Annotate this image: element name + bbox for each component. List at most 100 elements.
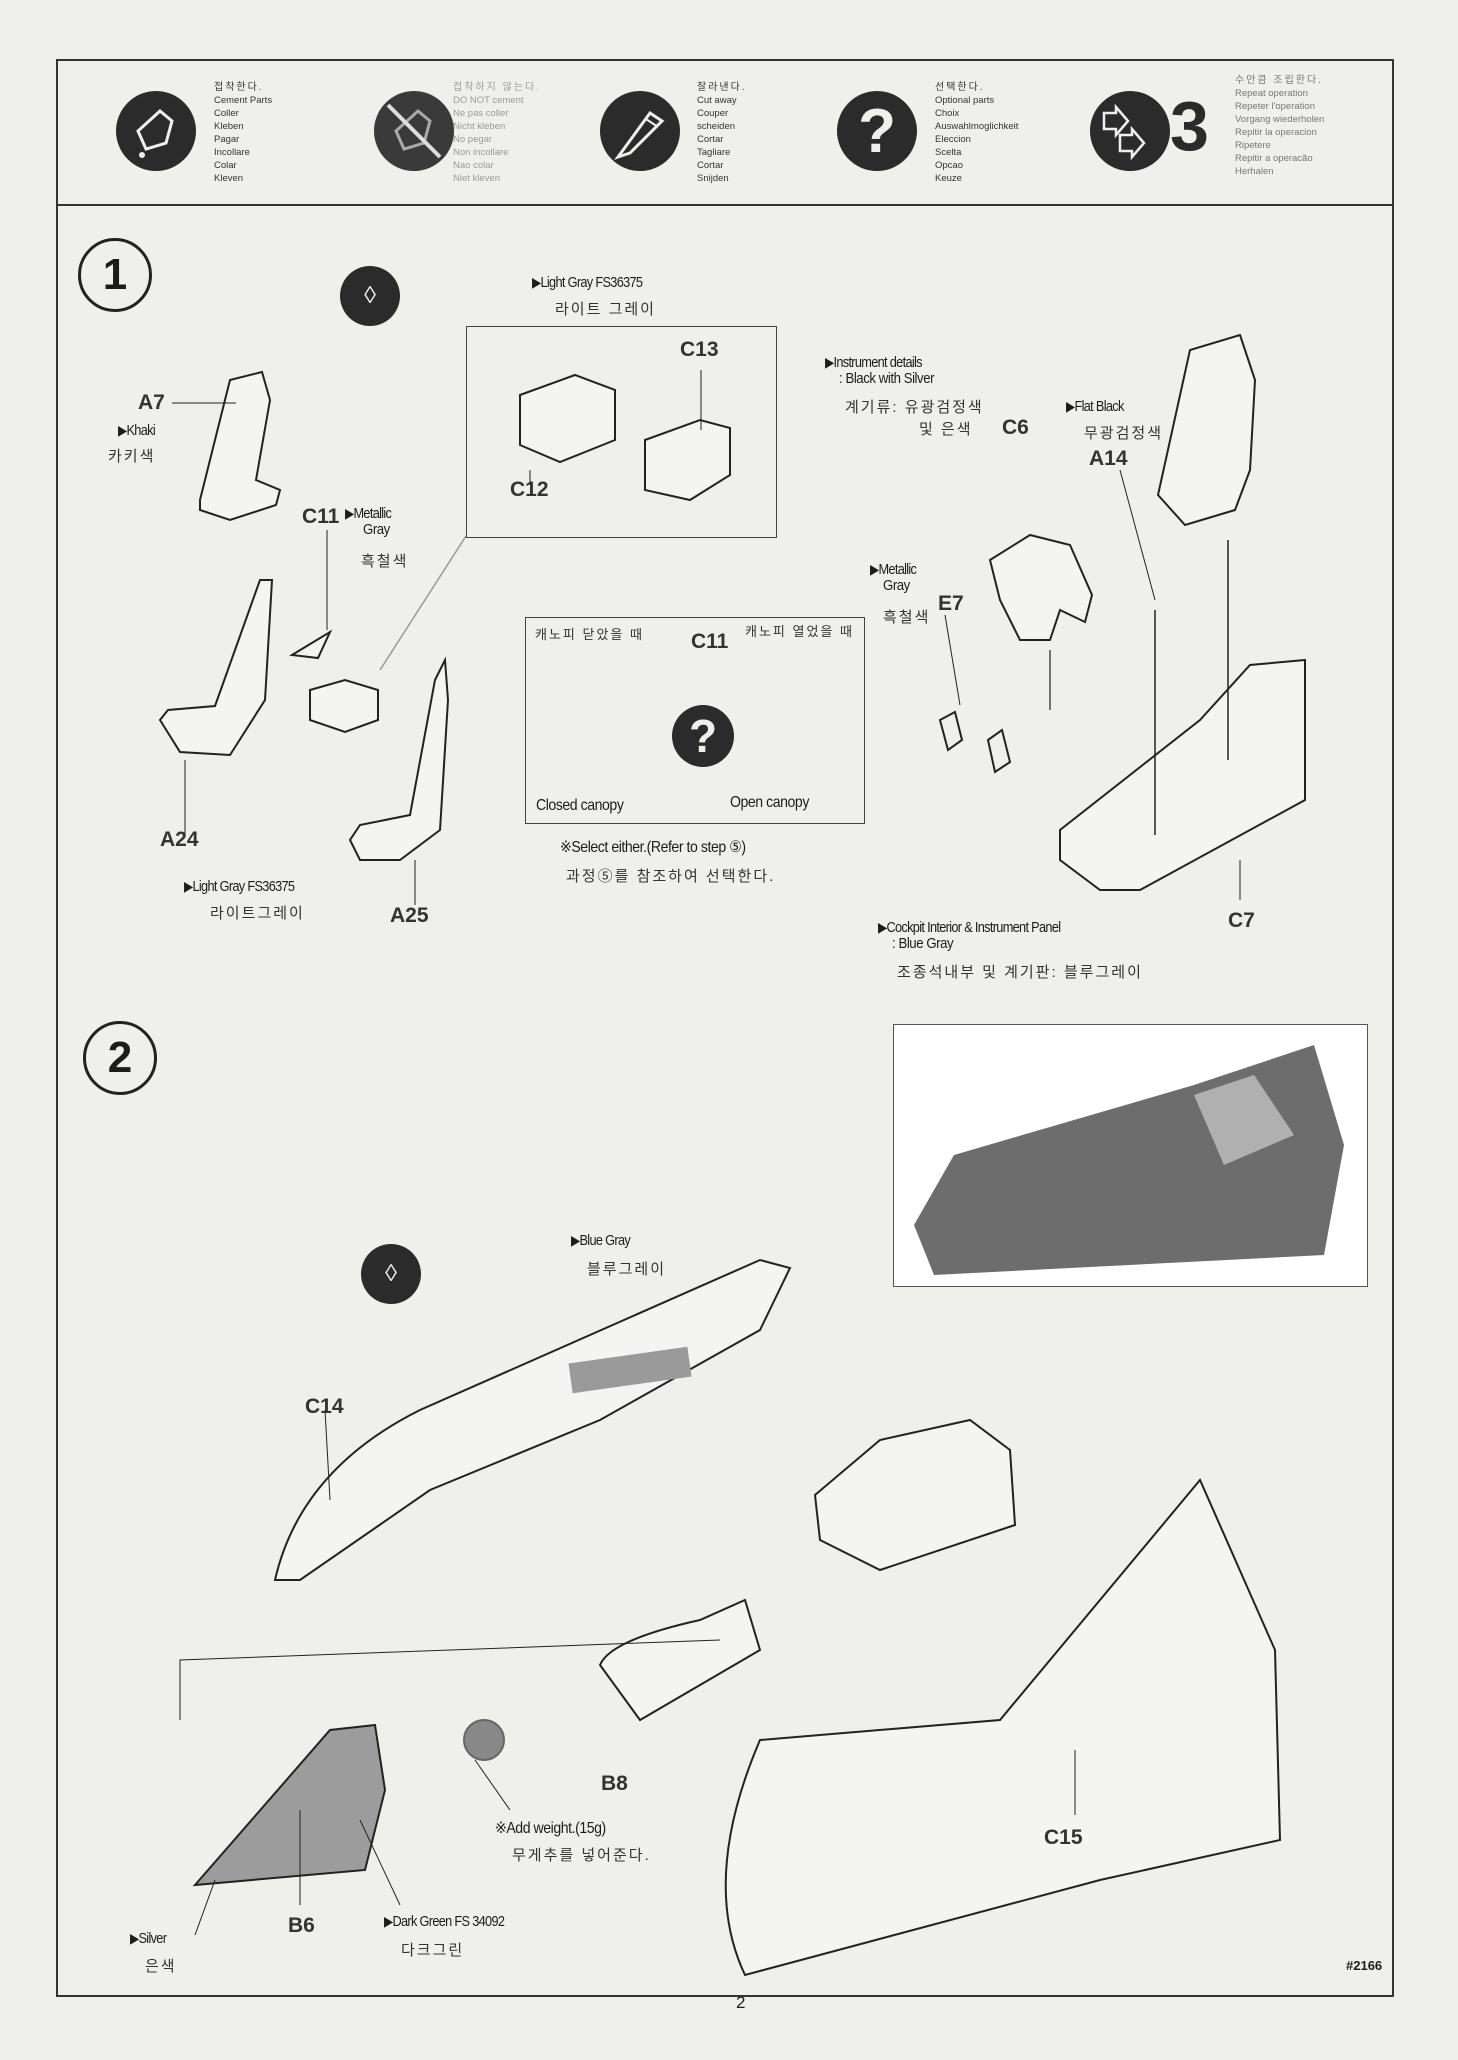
header-divider [56,204,1392,206]
nose-cone-b6 [192,1723,387,1887]
legend-line: Nao colar [453,160,494,171]
legend-ko: 잘라낸다. [697,82,747,93]
cockpit-photo [893,1024,1368,1287]
color-callout-ko: 카키색 [108,448,156,465]
color-callout-ko: 무광검정색 [1084,425,1164,442]
part-label-a7: A7 [138,391,165,414]
cockpit-assembly [813,1418,1017,1572]
add-weight-note: ※Add weight.(15g) [495,1820,606,1837]
color-callout-ko: 흑철색 [361,553,409,570]
color-callout: Silver [130,1930,166,1947]
color-callout-ko: 은색 [145,1958,177,1975]
legend-line: DO NOT cement [453,95,524,106]
select-either-note: ※Select either.(Refer to step ⑤) [560,839,746,856]
part-label-c7: C7 [1228,909,1255,932]
legend-line: Cortar [697,160,724,171]
color-callout-ko: 라이트 그레이 [555,301,656,318]
legend-line: Vorgang wiederholen [1235,114,1325,125]
part-e7-b [986,728,1012,774]
legend-line: No pegar [453,134,493,145]
blue-gray-panel [568,1346,692,1394]
part-c6 [988,533,1094,641]
part-label-a14: A14 [1089,447,1128,470]
legend-ko: 선택한다. [935,82,985,93]
color-callout: Blue Gray [571,1232,630,1249]
legend-line: Incollare [214,147,250,158]
legend-line: Repitir la operacion [1235,127,1317,138]
weight-disc [463,1719,505,1761]
part-c11-small [288,629,333,660]
part-label-a25: A25 [390,904,429,927]
closed-canopy-ko: 캐노피 닫았을 때 [535,627,644,642]
part-label-c6: C6 [1002,416,1029,439]
legend-line: Niet kleven [453,173,500,184]
color-callout-b: Gray [363,521,390,538]
legend-line: Repeat operation [1235,88,1308,99]
part-label-c14: C14 [305,1395,344,1418]
legend-line: Coller [214,108,239,119]
legend-line: Eleccion [935,134,971,145]
closed-canopy-label: Closed canopy [536,797,624,814]
legend-ko: 접착한다. [214,82,264,93]
open-canopy-label: Open canopy [730,794,809,811]
step-2-number: 2 [83,1021,157,1095]
color-callout: Light Gray FS36375 [184,878,295,895]
legend-line: Ripetere [1235,140,1271,151]
kit-number: #2166 [1346,1958,1383,1973]
cement-icon [116,91,196,171]
color-callout-b: : Blue Gray [892,935,954,952]
color-callout-ko: 조종석내부 및 계기판: 블루그레이 [897,964,1143,981]
legend-line: Opcao [935,160,963,171]
legend-line: Couper [697,108,729,119]
color-callout: Metallic [345,505,391,522]
cement-icon: ◊ [340,266,400,326]
color-callout-ko: 블루그레이 [587,1261,667,1278]
color-callout: Dark Green FS 34092 [384,1913,504,1930]
part-e7-a [938,710,964,752]
open-canopy-ko: 캐노피 열었을 때 [745,624,854,639]
legend-line: Herhalen [1235,166,1274,177]
legend-line: Snijden [697,173,729,184]
part-c12-c13-small [309,678,379,734]
intake-b8 [598,1598,762,1722]
part-label-c11: C11 [302,505,340,528]
color-callout: Light Gray FS36375 [532,274,643,291]
part-label-a24: A24 [160,828,199,851]
repeat-arrows-icon [1090,91,1170,171]
legend-line: Keuze [935,173,962,184]
seat-a25 [348,656,450,861]
color-callout-ko: 흑철색 [883,609,931,626]
fuselage-c14 [273,1258,792,1581]
legend-line: Optional parts [935,95,995,106]
legend-line: scheiden [697,121,736,132]
legend-ko: 수만큼 조립한다. [1235,75,1323,86]
question-mark-icon: ? [672,705,734,767]
select-either-note-ko: 과정⑤를 참조하여 선택한다. [566,868,776,885]
cement-icon: ◊ [361,1244,421,1304]
tub-c7 [1059,658,1306,891]
legend-line: Scelta [935,147,962,158]
legend-line: Ne pas coller [453,108,509,119]
legend-line: Repeter l'operation [1235,101,1315,112]
legend-line: Auswahlmoglichkeit [935,121,1019,132]
color-callout-b: : Black with Silver [839,370,935,387]
legend-line: Choix [935,108,960,119]
step-1-number: 1 [78,238,152,312]
color-callout-ko: 다크그린 [401,1942,465,1959]
color-callout-ko: 라이트그레이 [210,905,305,922]
color-callout: Instrument details [825,354,922,371]
legend-line: Cortar [697,134,724,145]
part-c12 [519,373,616,464]
legend-line: Colar [214,160,237,171]
legend-line: Non incollare [453,147,509,158]
part-label-e7: E7 [938,592,964,615]
detail-box-c12-c13 [466,326,777,538]
fuselage-c15 [724,1478,1282,1977]
seat-a7 [199,370,282,522]
part-c13 [644,418,731,502]
